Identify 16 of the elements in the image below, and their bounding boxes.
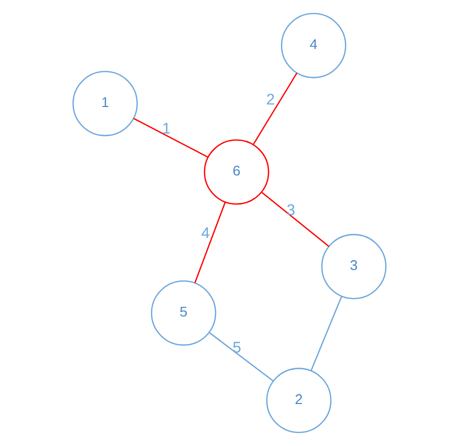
- node-circle: 2: [266, 368, 331, 434]
- node-circle: 1: [72, 70, 138, 136]
- node-circle: 3: [320, 234, 386, 300]
- edge-label: 2: [266, 91, 274, 108]
- edge-label: 1: [162, 120, 170, 138]
- edge-label: 3: [286, 202, 295, 220]
- node-circle: 5: [150, 280, 216, 346]
- node-circle: 6: [203, 139, 269, 205]
- connector: [132, 118, 208, 158]
- connector: [208, 332, 274, 382]
- connector: [261, 192, 329, 247]
- connector: [310, 296, 342, 372]
- node-circle: 4: [280, 12, 346, 78]
- connector: [252, 72, 297, 145]
- edge-label: 4: [200, 225, 210, 242]
- connector: [194, 202, 226, 284]
